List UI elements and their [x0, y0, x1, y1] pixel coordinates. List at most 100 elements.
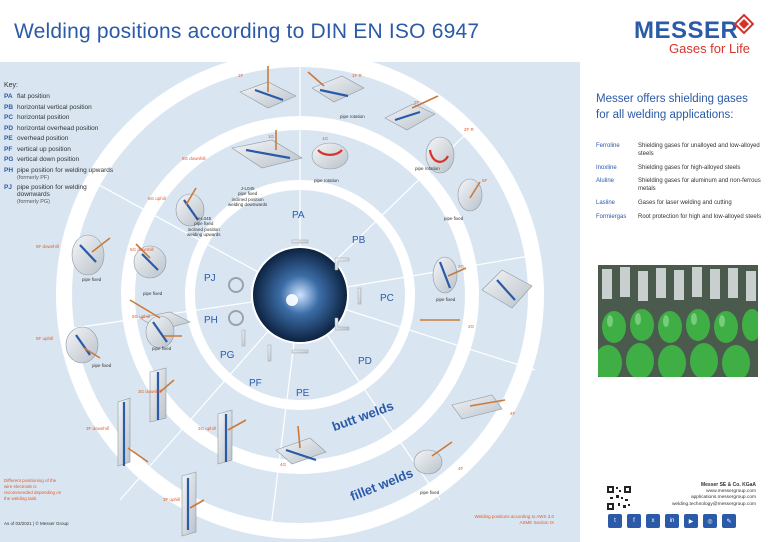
label-pipe-fixed-c: pipe fixed	[143, 291, 163, 296]
company-name: Messer SE & Co. KGaA	[700, 482, 756, 488]
label-1g-b: 1G	[322, 136, 329, 141]
xing-icon[interactable]: x	[646, 514, 660, 528]
label-3g-downhill: 3G downhill	[138, 389, 162, 394]
gases-panel: Messer offers shielding gases for all we…	[596, 92, 762, 228]
pg-icon	[241, 329, 246, 347]
aws-note: Welding positions according to AWS 3.0 A…	[474, 514, 554, 525]
welding-photo	[252, 247, 348, 343]
label-pipe-fixed-a: pipe fixed	[444, 216, 464, 221]
2f-piece	[384, 103, 436, 131]
pos-pg: PG	[220, 350, 235, 361]
poster-title: Welding positions according to DIN EN IS…	[14, 20, 480, 43]
label-1f: 1F	[238, 73, 244, 78]
label-1fr: 1F R	[352, 73, 362, 78]
2fr-pipe	[425, 136, 455, 174]
label-pipe-rotation-a: pipe rotation	[340, 114, 365, 119]
instagram-icon[interactable]: ◎	[703, 514, 717, 528]
label-hl045: H-L045 pipe fixed inclined position weld…	[187, 216, 221, 238]
label-5g-uphill: 5G uphill	[132, 314, 150, 319]
pos-pc: PC	[380, 293, 394, 304]
qr-code-icon[interactable]	[606, 485, 632, 511]
label-pipe-fixed-d: pipe fixed	[436, 297, 456, 302]
company-apps[interactable]: applications.messergroup.com	[690, 495, 756, 501]
gas-cylinders-photo	[598, 265, 758, 377]
pe-icon	[291, 349, 309, 354]
pos-pa: PA	[292, 210, 305, 221]
twitter-icon[interactable]: t	[608, 514, 622, 528]
label-4f: 4F	[510, 411, 516, 416]
company-email[interactable]: welding.technology@messergroup.com	[671, 501, 756, 507]
pos-pj: PJ	[204, 273, 216, 284]
pf-icon	[267, 344, 272, 362]
label-pipe-fixed-e: pipe fixed	[152, 346, 172, 351]
label-5f-uphill: 5F uphill	[36, 336, 54, 341]
1g-pipe-b	[311, 142, 349, 170]
facebook-icon[interactable]: f	[627, 514, 641, 528]
pa-icon	[291, 239, 309, 244]
label-2fr: 2F R	[464, 127, 474, 132]
gases-heading: Messer offers shielding gases for all we…	[596, 93, 748, 121]
label-5g-downhill: 5G downhill	[130, 247, 154, 252]
label-pipe-rotation-b: pipe rotation	[314, 178, 339, 183]
pd-icon	[334, 317, 350, 331]
4f-plate	[451, 394, 503, 420]
as-of-footer: As of 03/2021 | © Messer Group	[4, 521, 69, 526]
label-3g-uphill: 3G uphill	[198, 426, 216, 431]
label-pipe-fixed-b: pipe fixed	[82, 277, 102, 282]
pb-icon	[334, 257, 350, 271]
pos-pe: PE	[296, 388, 310, 399]
key-title: Key:	[4, 82, 19, 89]
pos-pb: PB	[352, 235, 366, 246]
pos-pd: PD	[358, 356, 372, 367]
label-2g-b: 2G	[468, 324, 475, 329]
label-6g-downhill: 6G downhill	[182, 156, 206, 161]
label-4f-b: 4F	[458, 466, 464, 471]
label-pipe-fixed-f: pipe fixed	[92, 363, 112, 368]
linkedin-icon[interactable]: in	[665, 514, 679, 528]
label-6g-uphill: 6G uphill	[148, 196, 166, 201]
4f-pipe	[413, 449, 443, 475]
electrode-note: Different positioning of the wire electr…	[4, 478, 62, 501]
label-5f: 5F	[482, 178, 488, 183]
messer-tagline: Gases for Life	[669, 41, 750, 56]
label-2f: 2F	[414, 100, 420, 105]
1fr-piece	[311, 75, 365, 103]
blog-icon[interactable]: ✎	[722, 514, 736, 528]
pos-ph: PH	[204, 315, 218, 326]
welding-positions-diagram	[56, 62, 544, 539]
company-web[interactable]: www.messergroup.com	[706, 488, 756, 494]
label-5f-downhill: 5F downhill	[36, 244, 59, 249]
pj-icon	[228, 277, 244, 293]
label-4g: 4G	[280, 462, 287, 467]
label-3f-uphill: 3F uphill	[163, 497, 181, 502]
ph-icon	[228, 310, 244, 326]
label-jl045: J-L045 pipe fixed inclined position weld…	[228, 186, 268, 208]
pos-pf: PF	[249, 378, 262, 389]
label-pipe-fixed-g: pipe fixed	[420, 490, 440, 495]
label-1g-a: 1G	[268, 134, 275, 139]
2g-plate	[481, 269, 533, 309]
label-3f-downhill: 3F downhill	[86, 426, 109, 431]
pc-icon	[357, 287, 362, 305]
messer-logo: MESSER	[634, 17, 739, 44]
label-pipe-rotation-c: pipe rotation	[415, 166, 440, 171]
social-icons: t f x in ▶ ◎ ✎	[608, 514, 736, 528]
messer-logo-icon	[734, 14, 754, 34]
label-2g: 2G	[458, 264, 465, 269]
youtube-icon[interactable]: ▶	[684, 514, 698, 528]
outer-ring	[56, 62, 544, 539]
company-info: Messer SE & Co. KGaA www.messergroup.com…	[600, 482, 756, 508]
